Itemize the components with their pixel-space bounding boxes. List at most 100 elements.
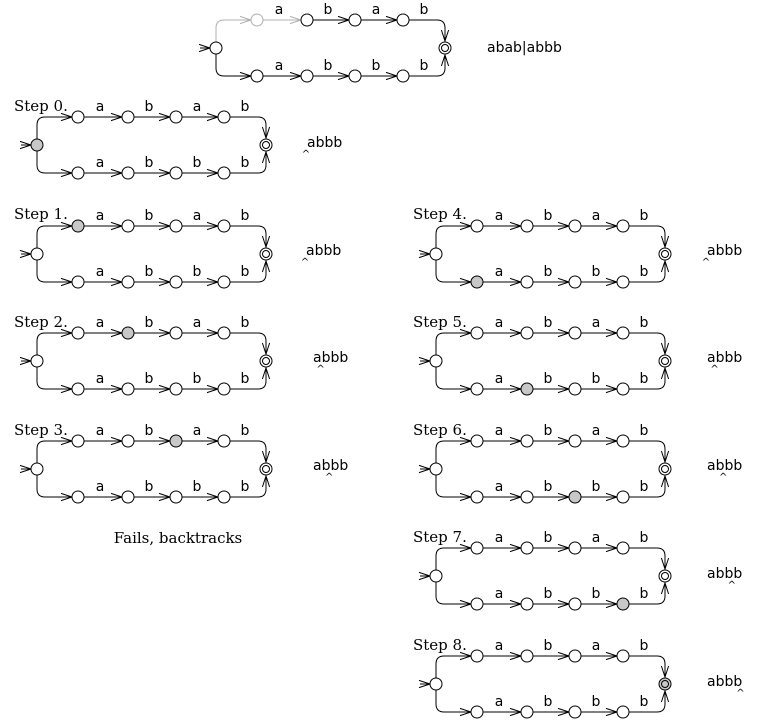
top-merge-arrowhead	[261, 450, 271, 464]
step-8-caret: ^	[736, 688, 744, 699]
bottom-state	[520, 382, 534, 396]
top-merge-edge	[629, 547, 666, 569]
bottom-edge-label: a	[96, 155, 105, 171]
bottom-branch-edge	[435, 260, 471, 283]
top-merge-edge	[629, 332, 666, 354]
bottom-branch-edge	[215, 54, 251, 77]
bottom-edge-label: b	[592, 371, 601, 387]
bottom-merge-arrowhead	[261, 259, 271, 273]
top-edge-label: b	[544, 208, 553, 224]
bottom-edge-label: b	[640, 694, 649, 710]
top-state	[568, 326, 582, 340]
top-edge-label: b	[640, 530, 649, 546]
bottom-edge-label: b	[640, 479, 649, 495]
bottom-state	[121, 490, 135, 504]
bottom-edge-label: a	[275, 58, 284, 74]
bottom-state	[520, 705, 534, 719]
top-edge-label: b	[145, 423, 154, 439]
step-6-caret: ^	[719, 472, 727, 483]
bottom-state	[568, 490, 582, 504]
top-edge-label: b	[640, 315, 649, 331]
bottom-edge-label: b	[241, 371, 250, 387]
top-state	[217, 219, 231, 233]
top-state	[470, 541, 484, 555]
top-state	[396, 13, 410, 27]
bottom-branch-edge	[36, 475, 72, 498]
bottom-edge-label: b	[193, 479, 202, 495]
top-branch-edge	[36, 116, 72, 139]
top-state	[470, 219, 484, 233]
bottom-merge-edge	[629, 583, 666, 605]
accept-state-inner	[262, 141, 270, 149]
top-state	[217, 110, 231, 124]
top-edge-label: a	[495, 423, 504, 439]
bottom-state	[520, 490, 534, 504]
top-merge-arrowhead	[261, 342, 271, 356]
top-state	[568, 434, 582, 448]
top-state	[300, 13, 314, 27]
bottom-edge-label: a	[96, 371, 105, 387]
top-state	[568, 219, 582, 233]
top-state	[470, 649, 484, 663]
top-merge-arrowhead	[660, 342, 670, 356]
start-state	[30, 247, 44, 261]
top-merge-arrowhead	[261, 126, 271, 140]
top-branch-edge	[435, 332, 471, 355]
step-1-caret: ^	[301, 257, 309, 268]
bottom-edge-label: b	[145, 479, 154, 495]
top-edge-label: a	[495, 530, 504, 546]
bottom-edge-label: b	[420, 58, 429, 74]
top-merge-edge	[629, 225, 666, 247]
top-state	[217, 326, 231, 340]
step-3-label: Step 3.	[14, 421, 68, 439]
bottom-merge-edge	[629, 691, 666, 713]
top-state	[169, 110, 183, 124]
top-state	[169, 219, 183, 233]
bottom-edge-label: b	[640, 371, 649, 387]
step-7-input: abbb	[707, 566, 742, 582]
bottom-edge-label: a	[96, 479, 105, 495]
bottom-edge-label: b	[241, 479, 250, 495]
top-edge-label: a	[495, 315, 504, 331]
bottom-state	[217, 275, 231, 289]
top-edge-label: a	[592, 530, 601, 546]
bottom-merge-arrowhead	[261, 474, 271, 488]
top-edge-label: a	[193, 423, 202, 439]
bottom-merge-arrowhead	[660, 259, 670, 273]
bottom-edge-label: b	[640, 264, 649, 280]
start-state	[30, 138, 44, 152]
top-edge-label: b	[544, 530, 553, 546]
top-edge-label: b	[241, 315, 250, 331]
top-state	[71, 434, 85, 448]
top-edge-label: b	[544, 638, 553, 654]
top-merge-edge	[230, 440, 267, 462]
top-merge-arrowhead	[440, 29, 450, 43]
start-state	[429, 354, 443, 368]
top-edge-label: b	[420, 2, 429, 18]
step-3-caret: ^	[325, 472, 333, 483]
accept-state-inner	[661, 357, 669, 365]
bottom-state	[217, 166, 231, 180]
bottom-edge-label: b	[640, 586, 649, 602]
top-edge-label: b	[145, 99, 154, 115]
bottom-edge-label: a	[96, 264, 105, 280]
top-edge-label: b	[640, 208, 649, 224]
top-branch-edge	[36, 440, 72, 463]
bottom-state	[616, 490, 630, 504]
step-0-input: abbb	[307, 135, 342, 151]
top-branch-edge	[435, 440, 471, 463]
top-merge-edge	[629, 440, 666, 462]
bottom-state	[470, 705, 484, 719]
bottom-state	[568, 705, 582, 719]
top-merge-edge	[230, 332, 267, 354]
top-merge-arrowhead	[261, 235, 271, 249]
bottom-merge-edge	[629, 476, 666, 498]
top-edge-label: b	[324, 2, 333, 18]
accept-state-inner	[661, 250, 669, 258]
top-state	[520, 541, 534, 555]
